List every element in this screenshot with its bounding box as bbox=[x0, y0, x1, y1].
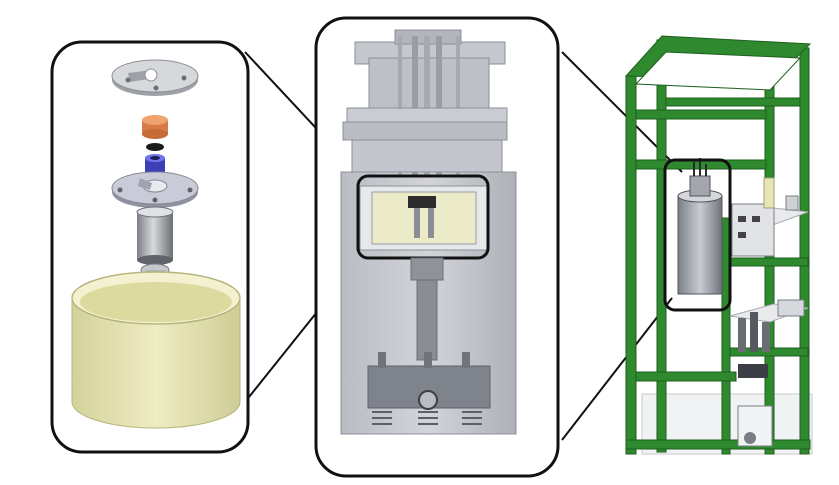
top-manifold bbox=[354, 29, 506, 176]
lower-flange bbox=[111, 171, 199, 208]
window-insert bbox=[359, 185, 489, 251]
orange-spacer bbox=[142, 115, 168, 139]
black-seal-disc bbox=[146, 143, 164, 151]
panel-section-view bbox=[314, 16, 560, 478]
cylinder-body bbox=[136, 206, 174, 265]
pressure-vessel bbox=[677, 158, 723, 295]
valve-block bbox=[738, 299, 805, 378]
cream-crucible bbox=[71, 271, 241, 429]
center-shaft bbox=[410, 257, 444, 361]
panel-frame-rig bbox=[624, 35, 813, 455]
bottom-pump bbox=[737, 405, 773, 447]
panel-exploded-assembly bbox=[50, 40, 250, 454]
bottom-springs bbox=[372, 411, 482, 425]
heater-base bbox=[367, 352, 491, 410]
highlight-box bbox=[663, 158, 732, 312]
top-flange-cap bbox=[111, 59, 199, 96]
control-box bbox=[731, 177, 799, 257]
lid-flange bbox=[342, 107, 508, 173]
